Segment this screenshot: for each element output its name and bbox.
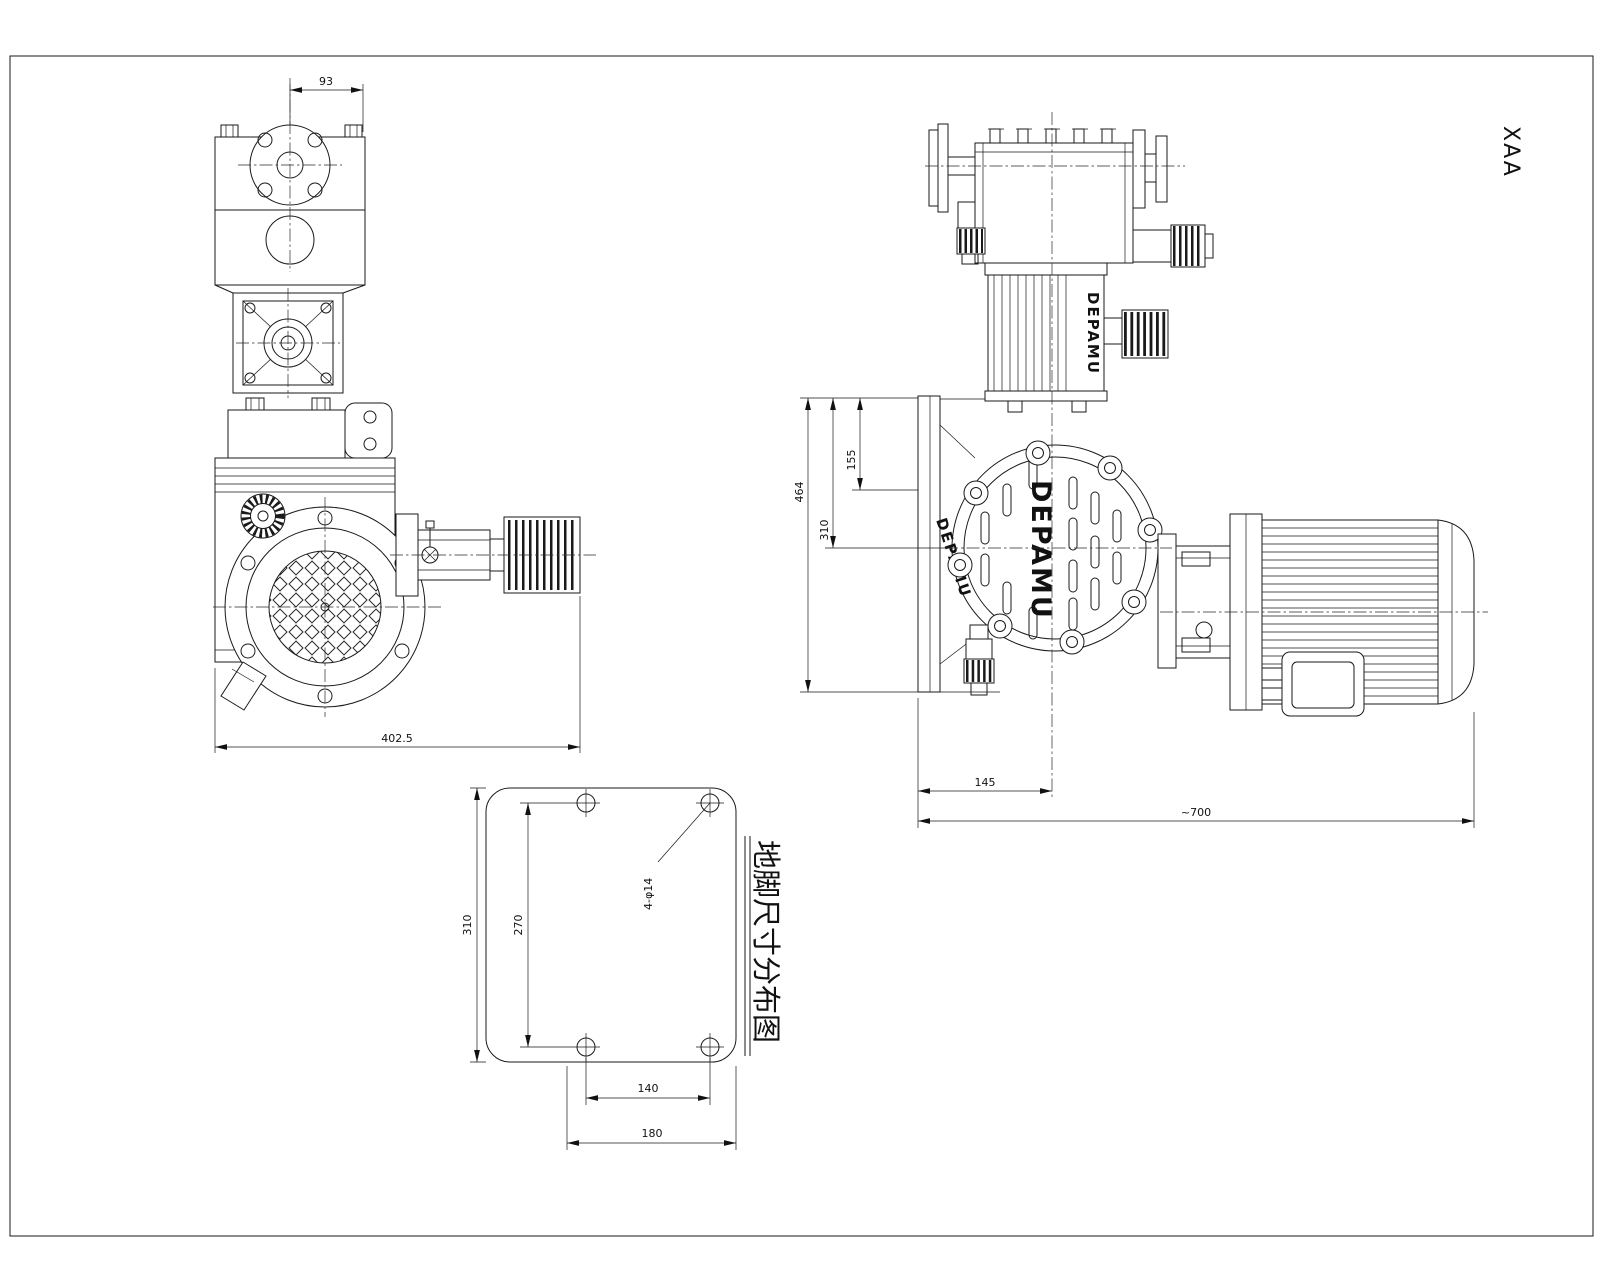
brand-label-head: DEPAMU — [1025, 480, 1056, 620]
mounting-bracket — [917, 395, 1000, 693]
side-dims-horizontal: 145 ~700 — [917, 698, 1475, 828]
brand-label-tower: DEPAMU — [1084, 292, 1102, 375]
front-dim-width: 402.5 — [214, 596, 581, 753]
side-dims-vertical: 464 310 155 — [793, 397, 945, 693]
view-code-text: XAA — [1498, 126, 1523, 178]
dim-label-310-side: 310 — [818, 520, 831, 541]
dim-label-464: 464 — [793, 482, 806, 503]
dim-label-145: 145 — [975, 776, 996, 789]
footprint-dims: 270 310 140 180 — [461, 787, 737, 1150]
head-slots — [980, 456, 1122, 640]
dim-label-93: 93 — [319, 75, 333, 88]
head-drain-valve — [963, 624, 995, 696]
dim-label-700: ~700 — [1181, 806, 1211, 819]
anchor-holes — [572, 789, 724, 1061]
footprint-title: 地脚尺寸分布图 — [744, 836, 783, 1056]
head-bolts — [947, 440, 1163, 655]
dim-label-180: 180 — [642, 1127, 663, 1140]
dim-label-402-5: 402.5 — [381, 732, 413, 745]
dim-label-140: 140 — [638, 1082, 659, 1095]
dim-label-310-footprint: 310 — [461, 915, 474, 936]
dim-label-holes: 4-φ14 — [642, 878, 655, 910]
pump-head: DEPAMU DEPAMU — [932, 440, 1163, 655]
motor — [1229, 513, 1475, 717]
view-code-label: XAA — [1498, 126, 1523, 178]
dim-label-270: 270 — [512, 915, 525, 936]
side-view: DEPAMU — [793, 112, 1488, 828]
coupling-housing — [1157, 533, 1231, 669]
dim-label-155: 155 — [845, 450, 858, 471]
top-valve-assembly — [928, 123, 1214, 268]
front-view: 93 — [213, 75, 596, 753]
footprint-view: 4-φ14 270 310 140 180 地脚尺寸分布图 — [461, 787, 783, 1150]
drive-tower: DEPAMU — [984, 262, 1169, 413]
footprint-title-text: 地脚尺寸分布图 — [749, 840, 783, 1043]
sheet-border — [9, 55, 1594, 1237]
